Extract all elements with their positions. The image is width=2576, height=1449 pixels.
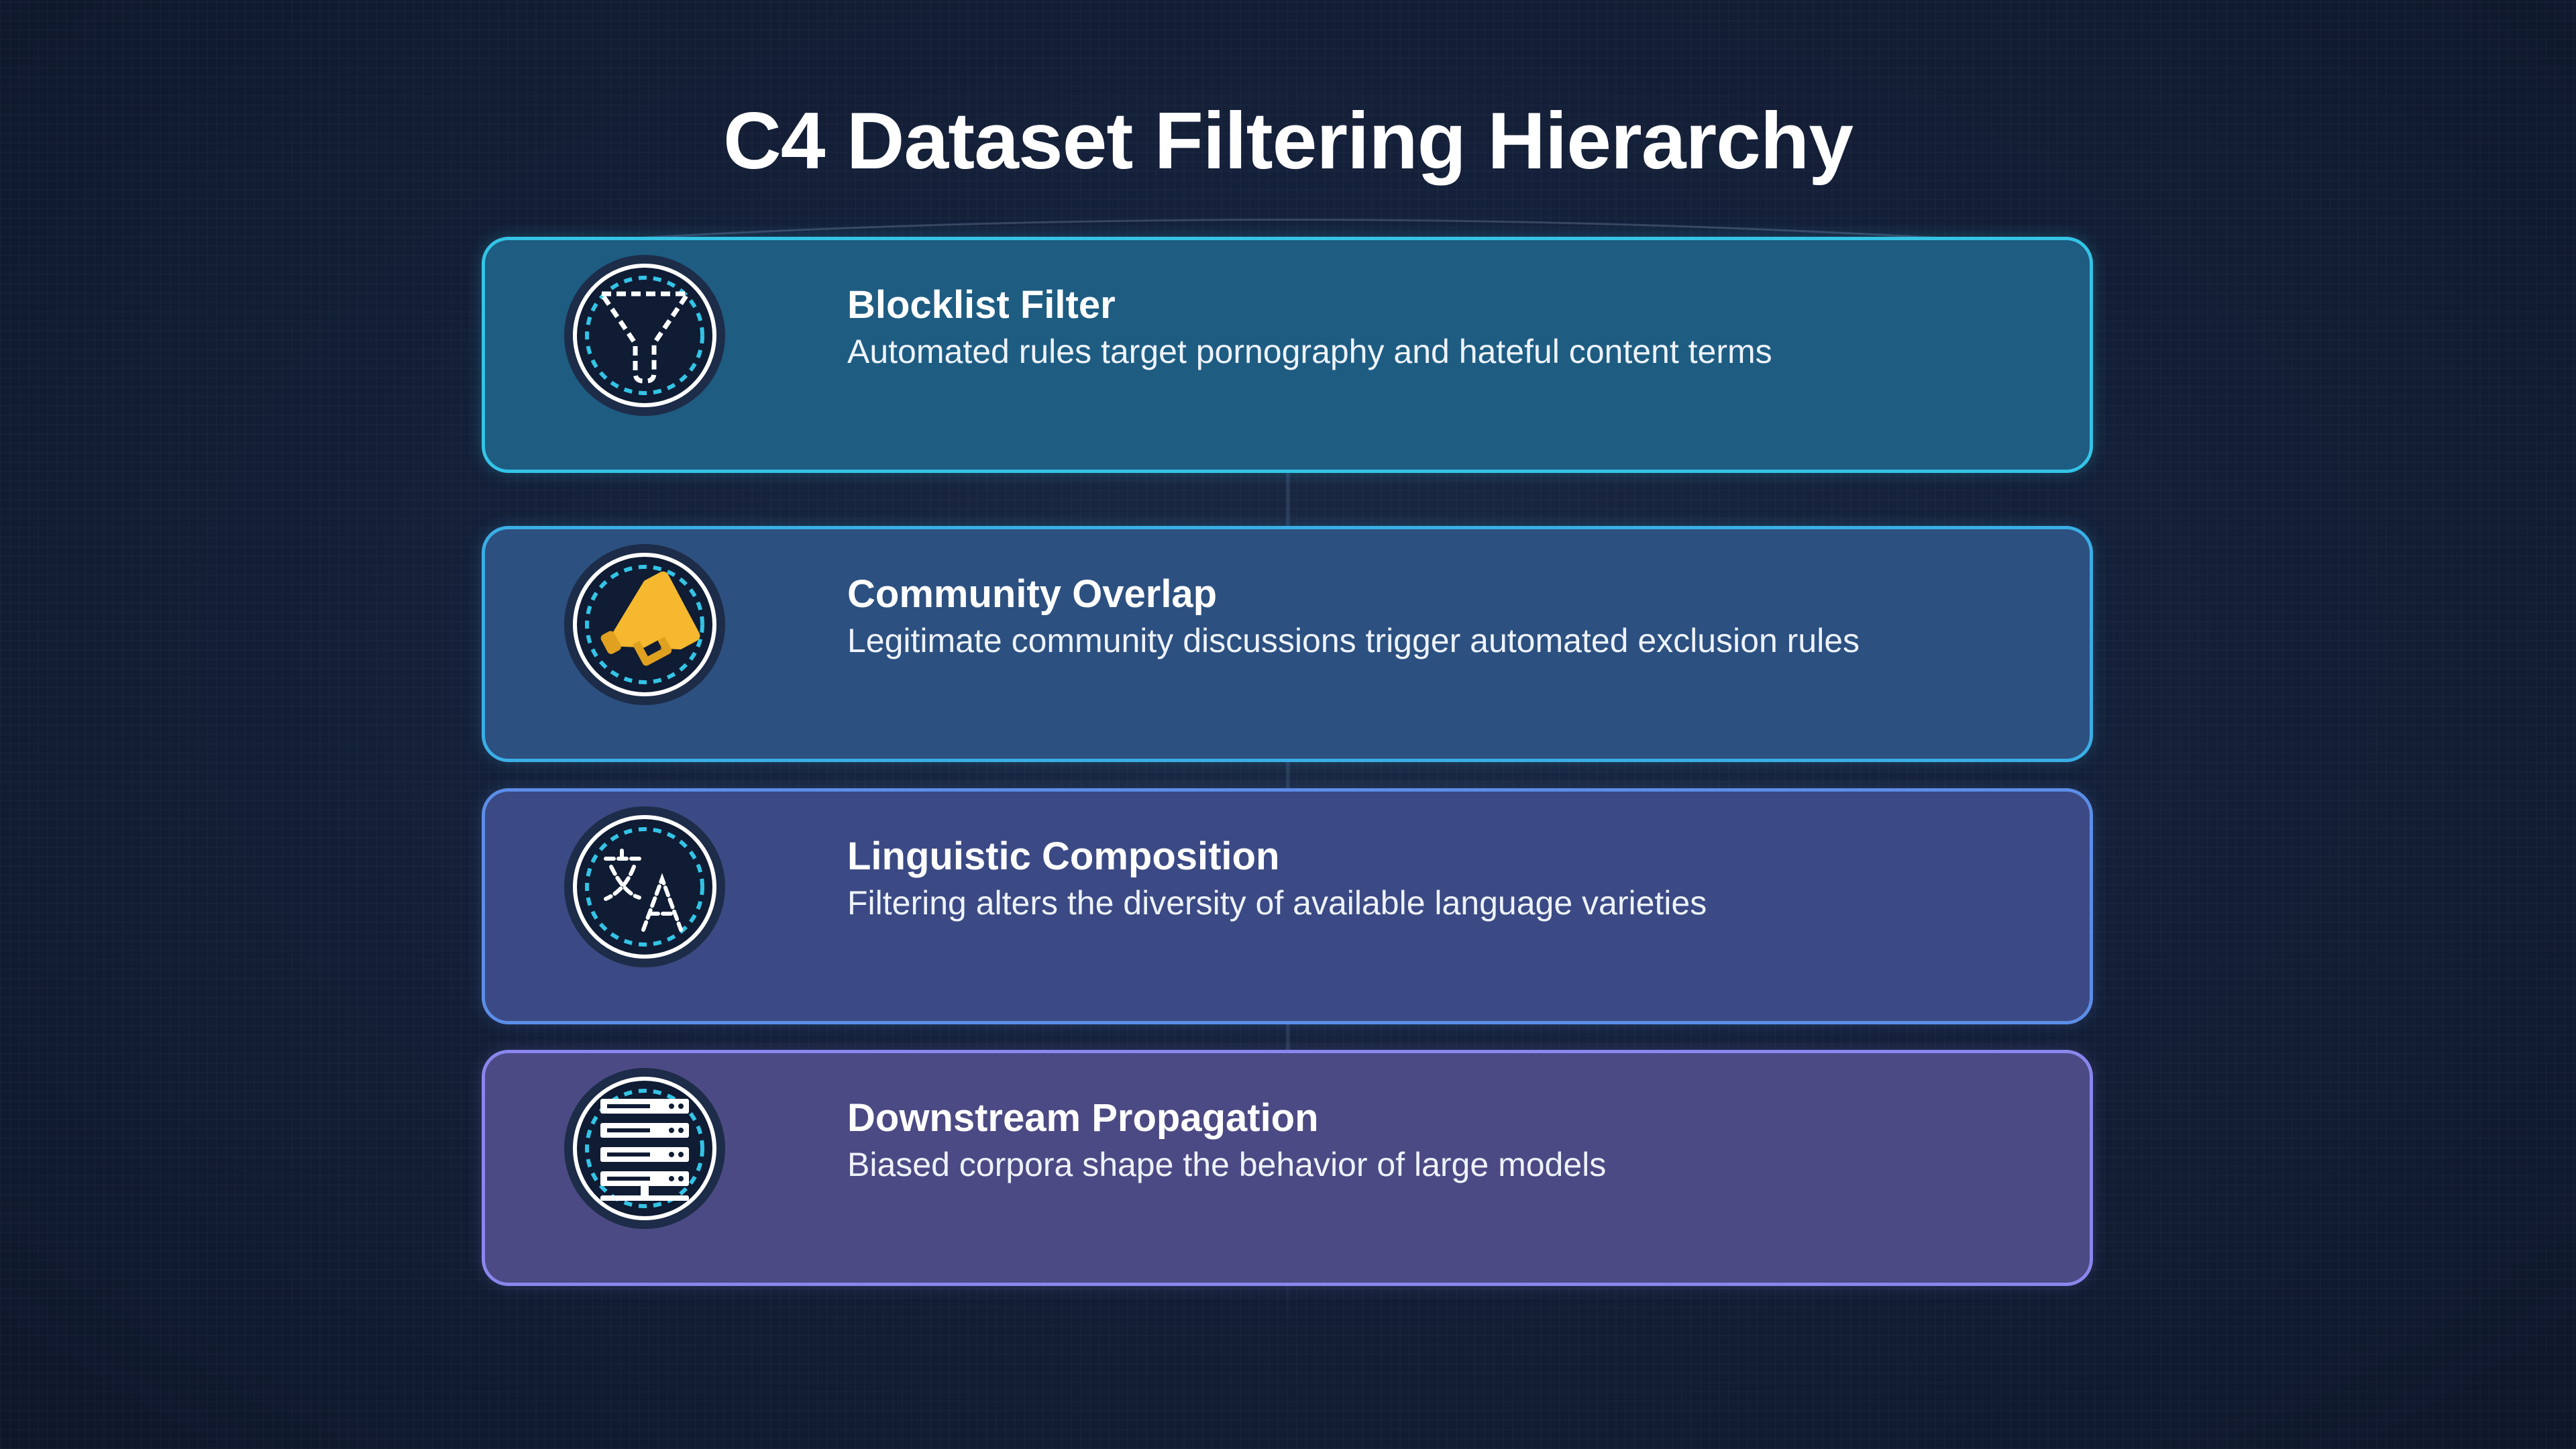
layer-card-blocklist-filter: Blocklist Filter Automated rules target … — [482, 237, 2093, 473]
layer-icon-badge — [564, 255, 725, 416]
layer-icon-badge — [564, 806, 725, 967]
megaphone-icon — [573, 553, 716, 696]
layer-title: Linguistic Composition — [847, 835, 1280, 878]
title-divider-arc — [523, 219, 2053, 246]
layer-description: Automated rules target pornography and h… — [847, 333, 1772, 370]
translate-icon — [573, 815, 716, 959]
hierarchy-axis-line — [1286, 235, 1290, 1328]
layer-card-linguistic-composition: Linguistic Composition Filtering alters … — [482, 788, 2093, 1024]
layer-description: Biased corpora shape the behavior of lar… — [847, 1146, 1607, 1183]
layer-card-downstream-propagation: Downstream Propagation Biased corpora sh… — [482, 1050, 2093, 1286]
layer-icon-badge — [564, 544, 725, 705]
server-stack-icon — [573, 1077, 716, 1220]
layer-icon-badge — [564, 1068, 725, 1229]
layer-title: Community Overlap — [847, 572, 1218, 616]
layer-description: Filtering alters the diversity of availa… — [847, 884, 1707, 922]
page-title: C4 Dataset Filtering Hierarchy — [723, 96, 1854, 186]
funnel-icon — [573, 264, 716, 407]
layer-description: Legitimate community discussions trigger… — [847, 622, 1860, 659]
layer-title: Downstream Propagation — [847, 1096, 1319, 1140]
layer-card-community-overlap: Community Overlap Legitimate community d… — [482, 526, 2093, 762]
layer-title: Blocklist Filter — [847, 283, 1116, 327]
